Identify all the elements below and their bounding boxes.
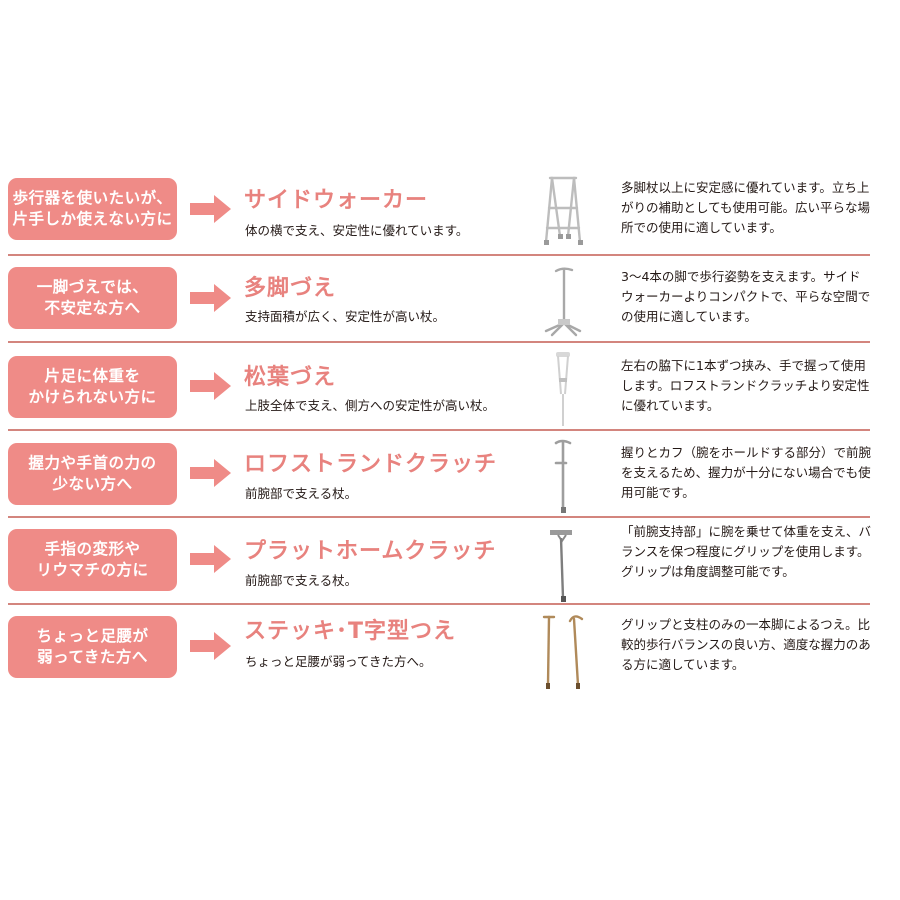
divider bbox=[8, 516, 870, 518]
arrow-right-icon bbox=[190, 632, 231, 660]
arrow-right-icon bbox=[190, 284, 231, 312]
product-title: プラットホームクラッチ bbox=[244, 539, 497, 564]
list-item-axillary-crutch: 片足に体重を かけられない方に 松葉づえ 上肢全体で支え、側方への安定性が高い杖… bbox=[0, 344, 900, 432]
target-user-badge: 一脚づえでは、 不安定な方へ bbox=[8, 267, 177, 329]
platform-crutch-icon bbox=[550, 530, 572, 602]
product-subtitle: 体の横で支え、安定性に優れています。 bbox=[245, 223, 469, 238]
target-user-badge: 握力や手首の力の 少ない方へ bbox=[8, 443, 177, 505]
arrow-right-icon bbox=[190, 459, 231, 487]
target-user-badge: 片足に体重を かけられない方に bbox=[8, 356, 177, 418]
product-title: ステッキ･T字型つえ bbox=[244, 619, 457, 644]
divider bbox=[8, 254, 870, 256]
list-item-platform-crutch: 手指の変形や リウマチの方に プラットホームクラッチ 前腕部で支える杖。 「前腕… bbox=[0, 518, 900, 606]
target-user-badge: 歩行器を使いたいが、 片手しか使えない方に bbox=[8, 178, 177, 240]
list-item-walking-stick: ちょっと足腰が 弱ってきた方へ ステッキ･T字型つえ ちょっと足腰が弱ってきた方… bbox=[0, 605, 900, 693]
product-description: 左右の脇下に1本ずつ挟み、手で握って使用します。ロフストランドクラッチより安定性… bbox=[621, 358, 870, 413]
arrow-right-icon bbox=[190, 372, 231, 400]
target-user-badge: 手指の変形や リウマチの方に bbox=[8, 529, 177, 591]
list-item-quad-cane: 一脚づえでは、 不安定な方へ 多脚づえ 支持面積が広く、安定性が高い杖。 3～4… bbox=[0, 257, 900, 345]
product-subtitle: ちょっと足腰が弱ってきた方へ。 bbox=[245, 654, 432, 669]
product-subtitle: 前腕部で支える杖。 bbox=[245, 486, 358, 501]
lofstrand-crutch-icon bbox=[554, 439, 572, 513]
arrow-right-icon bbox=[190, 545, 231, 573]
axillary-crutch-icon bbox=[556, 352, 570, 426]
side-walker-icon bbox=[544, 176, 583, 245]
product-description: 3～4本の脚で歩行姿勢を支えます。サイドウォーカーよりコンパクトで、平らな空間で… bbox=[621, 269, 871, 324]
divider bbox=[8, 341, 870, 343]
arrow-right-icon bbox=[190, 195, 231, 223]
product-subtitle: 支持面積が広く、安定性が高い杖。 bbox=[245, 309, 446, 324]
product-title: 多脚づえ bbox=[244, 276, 337, 301]
product-title: 松葉づえ bbox=[244, 365, 337, 390]
product-subtitle: 前腕部で支える杖。 bbox=[245, 573, 358, 588]
product-subtitle: 上肢全体で支え、側方への安定性が高い杖。 bbox=[245, 398, 496, 413]
target-user-badge: ちょっと足腰が 弱ってきた方へ bbox=[8, 616, 177, 678]
quad-cane-icon bbox=[544, 267, 582, 337]
product-description: 「前腕支持部」に腕を乗せて体重を支え、バランスを保つ程度にグリップを使用します。… bbox=[621, 524, 872, 579]
divider bbox=[8, 429, 870, 431]
product-description: 握りとカフ（腕をホールドする部分）で前腕を支えるため、握力が十分にない場合でも使… bbox=[621, 445, 872, 500]
divider bbox=[8, 603, 870, 605]
list-item-side-walker: 歩行器を使いたいが、 片手しか使えない方に サイドウォーカー 体の横で支え、安定… bbox=[0, 170, 900, 258]
product-description: グリップと支柱のみの一本脚によるつえ。比較的歩行バランスの良い方、適度な握力のあ… bbox=[621, 617, 871, 672]
list-item-lofstrand-crutch: 握力や手首の力の 少ない方へ ロフストランドクラッチ 前腕部で支える杖。 握りと… bbox=[0, 431, 900, 519]
product-title: ロフストランドクラッチ bbox=[244, 452, 498, 477]
walking-stick-icon bbox=[542, 615, 584, 689]
product-title: サイドウォーカー bbox=[244, 188, 429, 213]
product-description: 多脚杖以上に安定感に優れています。立ち上がりの補助としても使用可能。広い平らな場… bbox=[621, 180, 871, 235]
